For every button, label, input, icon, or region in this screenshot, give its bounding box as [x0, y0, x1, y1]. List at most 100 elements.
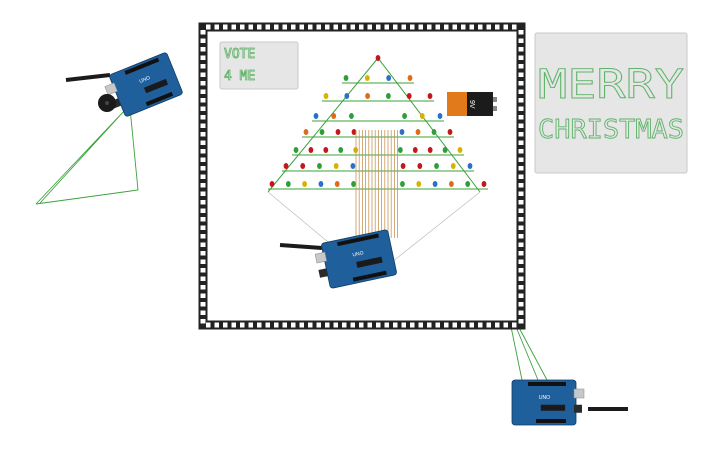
led	[437, 113, 443, 119]
neopixel	[518, 191, 524, 196]
neopixel	[200, 89, 206, 94]
neopixel	[333, 322, 338, 328]
neopixel	[418, 24, 423, 30]
board-label: UNO	[139, 75, 152, 85]
neopixel	[200, 302, 206, 307]
neopixel	[231, 322, 236, 328]
neopixel	[299, 322, 304, 328]
neopixel	[200, 81, 206, 86]
neopixel	[248, 24, 253, 30]
neopixel	[444, 322, 449, 328]
led	[319, 129, 325, 135]
arduino-bottom-right[interactable]: UNO	[511, 379, 585, 426]
neopixel	[435, 24, 440, 30]
neopixel	[206, 322, 211, 328]
neopixel	[200, 293, 206, 298]
led	[318, 181, 324, 187]
arduino-left[interactable]: UNO	[101, 52, 183, 120]
led	[416, 181, 422, 187]
usb-cable	[279, 243, 323, 250]
led	[434, 163, 439, 169]
neopixel	[200, 259, 206, 264]
neopixel	[384, 24, 389, 30]
led	[412, 147, 418, 153]
neopixel	[333, 24, 338, 30]
led	[323, 93, 329, 99]
neopixel	[200, 149, 206, 154]
neopixel	[486, 322, 491, 328]
neopixel	[291, 24, 296, 30]
led	[417, 163, 423, 169]
led	[400, 163, 406, 169]
neopixel	[376, 322, 381, 328]
neopixel	[200, 225, 206, 230]
led	[350, 163, 356, 169]
neopixel	[518, 64, 524, 69]
neopixel	[200, 174, 206, 179]
wires	[35, 73, 628, 411]
neopixel	[427, 24, 432, 30]
neopixel	[206, 24, 211, 30]
neopixel	[518, 285, 524, 290]
battery-9v[interactable]: 9V	[447, 92, 497, 116]
neopixel	[200, 115, 206, 120]
led	[442, 147, 448, 153]
led	[303, 129, 309, 135]
battery-label: 9V	[468, 100, 475, 109]
neopixel	[495, 24, 500, 30]
led	[351, 129, 357, 135]
piezo-buzzer[interactable]	[98, 94, 116, 112]
neopixel	[518, 132, 524, 137]
neopixel	[518, 310, 524, 315]
neopixel	[248, 322, 253, 328]
neopixel	[200, 208, 206, 213]
neopixel	[461, 322, 466, 328]
neopixel	[518, 302, 524, 307]
large-breadboard-line-2: CHRISTMAS	[538, 115, 684, 145]
neopixel	[200, 38, 206, 43]
led	[333, 163, 339, 169]
board-label: UNO	[352, 250, 364, 258]
neopixel	[410, 24, 415, 30]
led	[427, 147, 433, 153]
neopixel	[444, 24, 449, 30]
neopixel	[486, 24, 491, 30]
neopixel	[518, 276, 524, 281]
neopixel	[518, 174, 524, 179]
neopixel	[512, 24, 517, 30]
small-breadboard[interactable]: VOTE 4 ME	[219, 41, 299, 90]
neopixel	[265, 24, 270, 30]
led	[427, 93, 433, 99]
green-wire	[509, 321, 548, 381]
led	[269, 181, 275, 187]
neopixel	[518, 149, 524, 154]
neopixel	[518, 319, 524, 324]
neopixel	[410, 322, 415, 328]
neopixel	[350, 322, 355, 328]
neopixel	[518, 251, 524, 256]
neopixel	[393, 24, 398, 30]
neopixel	[200, 106, 206, 111]
led	[465, 181, 471, 187]
neopixel	[518, 293, 524, 298]
large-breadboard[interactable]: MERRY CHRISTMAS	[534, 32, 688, 174]
neopixel	[240, 24, 245, 30]
neopixel	[427, 322, 432, 328]
neopixel	[223, 24, 228, 30]
neopixel	[518, 115, 524, 120]
neopixel	[200, 30, 206, 35]
arduino-center[interactable]: UNO	[313, 229, 397, 290]
neopixel	[200, 242, 206, 247]
neopixel	[308, 24, 313, 30]
neopixel	[518, 106, 524, 111]
neopixel	[200, 64, 206, 69]
neopixel	[518, 38, 524, 43]
neopixel	[200, 191, 206, 196]
neopixel	[200, 276, 206, 281]
neopixel	[495, 322, 500, 328]
neopixel	[452, 24, 457, 30]
neopixel	[367, 24, 372, 30]
neopixel	[200, 319, 206, 324]
board-label: UNO	[539, 395, 550, 401]
